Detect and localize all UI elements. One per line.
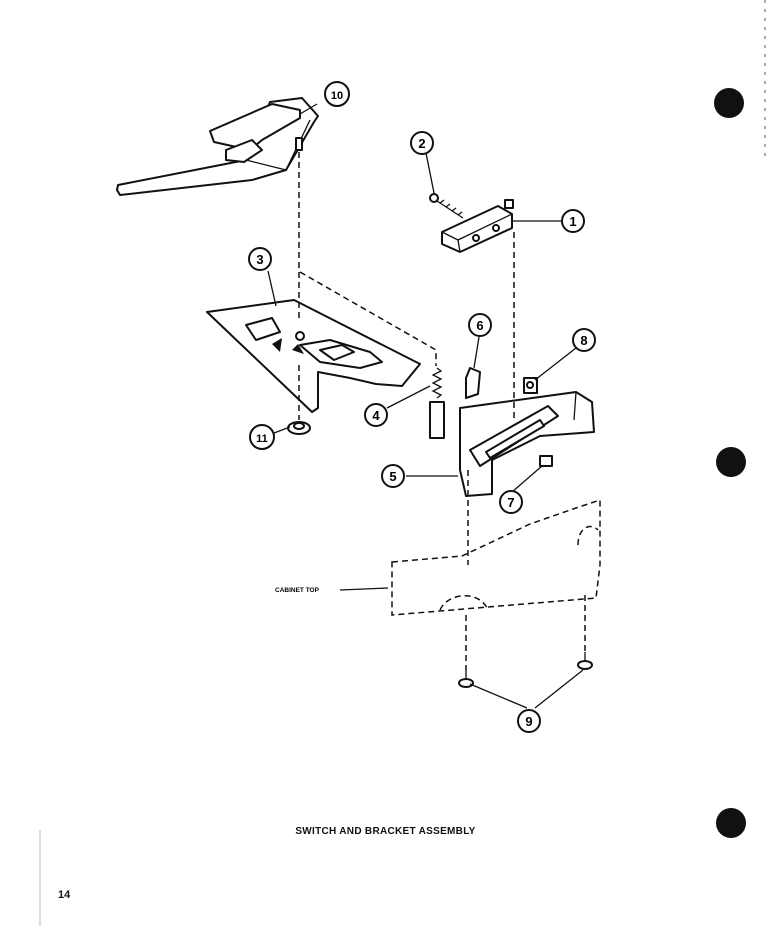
part-9-screws xyxy=(458,652,593,688)
callout-leaders xyxy=(267,103,584,709)
part-2-screw xyxy=(429,193,464,219)
page-number: 14 xyxy=(58,889,71,901)
callout-5: 5 xyxy=(381,464,405,488)
binder-hole-top xyxy=(714,88,744,118)
part-11-grommet xyxy=(287,421,311,435)
figure-caption: SWITCH AND BRACKET ASSEMBLY xyxy=(295,826,476,837)
part-5-switch-bracket xyxy=(459,391,595,497)
callout-8: 8 xyxy=(572,328,596,352)
callout-10: 10 xyxy=(324,81,350,107)
part-1-switch xyxy=(441,199,514,253)
callout-11: 11 xyxy=(249,424,275,450)
svg-text:10: 10 xyxy=(331,90,343,102)
callout-1: 1 xyxy=(561,209,585,233)
cabinet-top-label: CABINET TOP xyxy=(275,587,320,594)
callout-3: 3 xyxy=(248,247,272,271)
part-8-nut xyxy=(523,377,538,394)
callout-2: 2 xyxy=(410,131,434,155)
svg-text:5: 5 xyxy=(389,469,396,484)
svg-text:6: 6 xyxy=(476,318,483,333)
svg-text:9: 9 xyxy=(525,714,532,729)
part-3-actuator-bracket xyxy=(206,299,421,413)
callout-6: 6 xyxy=(468,313,492,337)
svg-text:8: 8 xyxy=(580,333,587,348)
callout-4: 4 xyxy=(364,403,388,427)
part-4-spring xyxy=(429,367,445,439)
svg-text:3: 3 xyxy=(256,252,263,267)
svg-text:11: 11 xyxy=(256,433,268,445)
svg-text:7: 7 xyxy=(507,495,514,510)
assembly-guide-lines xyxy=(298,152,601,670)
svg-text:2: 2 xyxy=(418,136,425,151)
svg-text:4: 4 xyxy=(372,408,380,423)
part-10-lid-lever xyxy=(116,97,319,196)
binder-hole-middle xyxy=(716,447,746,477)
callout-9: 9 xyxy=(517,709,541,733)
callout-7: 7 xyxy=(499,490,523,514)
part-6-clip xyxy=(465,367,481,399)
binder-hole-bottom xyxy=(716,808,746,838)
svg-text:1: 1 xyxy=(569,214,576,229)
